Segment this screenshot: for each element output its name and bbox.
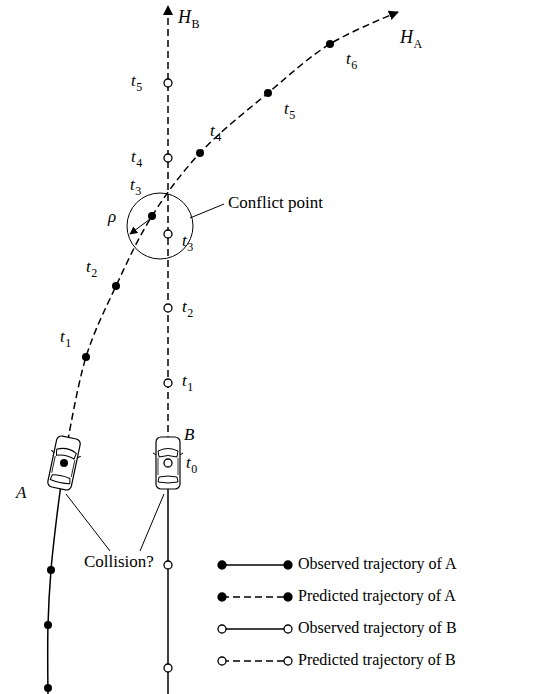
legend-sample [218,593,292,601]
legend-sample [218,657,292,665]
vehicle-icon [44,434,84,491]
trajectory-point-a [326,40,334,48]
trajectory-point-a [44,621,52,629]
time-label: t [186,454,191,471]
time-subscript: 5 [289,109,295,121]
vehicle-label: A [16,484,26,501]
conflict-circle [127,193,193,259]
time-subscript: 3 [187,241,193,253]
callout-text: Collision? [84,553,154,570]
observed-trajectory-b [167,465,169,694]
trajectory-point-a [196,149,204,157]
time-subscript: 4 [215,131,221,143]
time-label: t [131,72,136,89]
radius-arrow [130,219,150,234]
leader-line [140,494,164,551]
predicted-trajectory-a [64,12,398,463]
time-subscript: 5 [136,81,142,93]
time-label: t [131,148,136,165]
trajectory-point-b [164,664,172,672]
leader-line [190,204,224,218]
time-label: t [182,372,187,389]
time-subscript: 2 [91,267,97,279]
trajectory-point-a [264,89,272,97]
time-label: t [284,100,289,117]
trajectory-point-a [60,459,68,467]
vehicle-label: B [184,426,194,443]
axis-subscript: A [414,38,423,50]
symbol-label: ρ [108,208,116,225]
legend-sample [218,625,292,633]
trajectory-point-a [82,353,90,361]
time-subscript: 1 [187,381,193,393]
time-label: t [60,328,65,345]
trajectory-point-a [47,566,55,574]
observed-trajectory-a [48,463,64,694]
axis-label: H [178,8,191,26]
time-subscript: 6 [351,59,357,71]
time-subscript: 2 [187,307,193,319]
time-subscript: 4 [136,157,142,169]
time-subscript: 1 [65,337,71,349]
time-label: t [346,50,351,67]
trajectory-point-b [164,561,172,569]
time-label: t [86,258,91,275]
trajectory-point-b [164,379,172,387]
legend-text: Predicted trajectory of B [298,652,456,668]
time-label: t [210,122,215,139]
trajectory-point-a [44,684,52,692]
axis-label: H [400,28,413,46]
trajectory-point-b [164,79,172,87]
time-subscript: 0 [191,463,197,475]
trajectory-point-b [164,304,172,312]
vehicle-icon [153,437,183,489]
time-label: t [182,298,187,315]
legend-text: Predicted trajectory of A [298,588,456,604]
trajectory-point-b [164,230,172,238]
trajectory-point-a [112,282,120,290]
axis-subscript: B [192,18,200,30]
time-subscript: 3 [135,185,141,197]
trajectory-point-a [148,212,156,220]
legend-text: Observed trajectory of B [298,620,457,636]
callout-text: Conflict point [228,194,323,211]
leader-line [66,494,110,551]
trajectory-point-b [164,154,172,162]
time-label: t [130,176,135,193]
legend-text: Observed trajectory of A [298,556,457,572]
legend-sample [218,561,292,569]
time-label: t [182,232,187,249]
trajectory-point-b [164,459,172,467]
